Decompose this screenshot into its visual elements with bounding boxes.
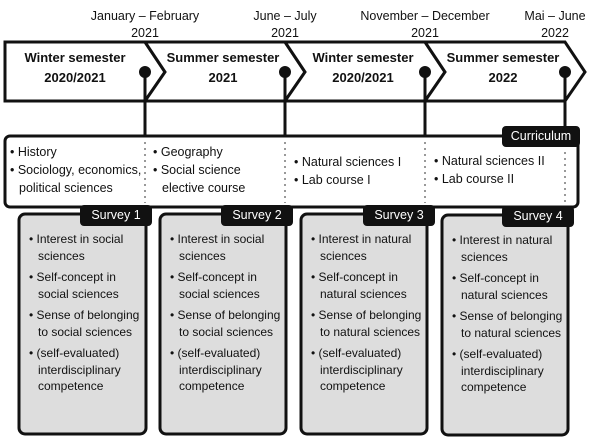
curriculum-column-2: • Geography• Social science elective cou…: [153, 145, 246, 195]
timepoint-dot-2: [279, 66, 291, 78]
survey-item: • (self-evaluated) interdisciplinary com…: [29, 346, 121, 393]
survey-item: • Self-concept in social sciences: [29, 270, 119, 301]
survey-items-4: • Interest in natural sciences • Self-con…: [452, 232, 564, 401]
survey-items-3: • Interest in natural sciences • Self-con…: [311, 231, 423, 400]
survey-item: • (self-evaluated) interdisciplinary com…: [452, 347, 544, 394]
timepoint-dot-1: [139, 66, 151, 78]
survey-item: • Sense of belonging to natural sciences: [311, 308, 422, 339]
survey-item: • Self-concept in natural sciences: [452, 271, 548, 302]
survey-item: • Interest in social sciences: [29, 232, 124, 263]
timepoint-dot-4: [559, 66, 571, 78]
survey-item: • Interest in social sciences: [170, 232, 265, 263]
curriculum-column-1: • History• Sociology, economics, politic…: [10, 145, 142, 195]
survey-item: • Sense of belonging to social sciences: [29, 308, 140, 339]
survey-item: • Self-concept in social sciences: [170, 270, 260, 301]
survey-tab-4: Survey 4: [502, 206, 574, 227]
survey-item: • Sense of belonging to natural sciences: [452, 309, 563, 340]
survey-tab-1: Survey 1: [80, 205, 152, 226]
curriculum-column-3: • Natural sciences I• Lab course I: [294, 155, 402, 187]
survey-item: • (self-evaluated) interdisciplinary com…: [311, 346, 403, 393]
survey-item: • Self-concept in natural sciences: [311, 270, 407, 301]
timepoint-dot-3: [419, 66, 431, 78]
survey-items-2: • Interest in social sciences • Self-conc…: [170, 231, 282, 400]
survey-item: • Interest in natural sciences: [311, 232, 412, 263]
curriculum-tab: Curriculum: [502, 126, 580, 147]
survey-item: • (self-evaluated) interdisciplinary com…: [170, 346, 262, 393]
curriculum-column-4: • Natural sciences II• Lab course II: [434, 154, 545, 186]
survey-items-1: • Interest in social sciences • Self-conc…: [29, 231, 141, 400]
survey-tab-3: Survey 3: [363, 205, 435, 226]
survey-item: • Sense of belonging to social sciences: [170, 308, 281, 339]
survey-tab-2: Survey 2: [221, 205, 293, 226]
survey-item: • Interest in natural sciences: [452, 233, 553, 264]
